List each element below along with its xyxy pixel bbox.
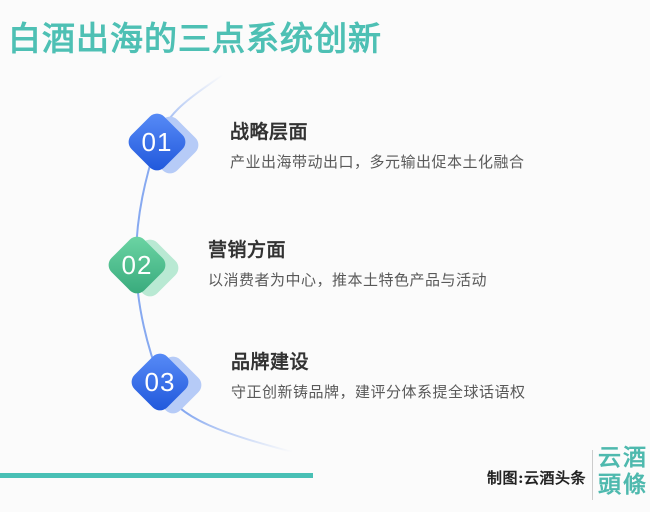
step1-text: 战略层面 产业出海带动出口，多元输出促本土化融合 [230, 120, 525, 174]
step2-heading: 营销方面 [208, 240, 287, 261]
bottom-accent-bar [0, 473, 313, 478]
logo-char: 頭 [598, 471, 621, 498]
step3-heading: 品牌建设 [231, 352, 310, 373]
step1-heading: 战略层面 [230, 122, 309, 143]
yunjiu-toutiao-logo: 云 酒 頭 條 [597, 444, 647, 498]
page-title: 白酒出海的三点系统创新 [8, 19, 382, 58]
step2-number: 02 [121, 249, 153, 280]
step1-diamond: 01 [124, 109, 203, 178]
step3-text: 品牌建设 守正创新铸品牌，建评分体系提全球话语权 [231, 350, 526, 404]
credit-text: 制图:云酒头条 [487, 469, 587, 487]
logo-divider [592, 450, 593, 500]
step2-diamond: 02 [104, 232, 183, 301]
logo-char: 條 [623, 471, 646, 498]
step1-description: 产业出海带动出口，多元输出促本土化融合 [230, 154, 525, 171]
step3-diamond: 03 [127, 349, 206, 418]
step3-description: 守正创新铸品牌，建评分体系提全球话语权 [231, 384, 526, 401]
step1-number: 01 [141, 126, 173, 157]
logo-char: 酒 [623, 444, 646, 471]
step3-number: 03 [144, 366, 176, 397]
step2-description: 以消费者为中心，推本土特色产品与活动 [208, 272, 488, 289]
logo-char: 云 [598, 444, 621, 471]
step2-text: 营销方面 以消费者为中心，推本土特色产品与活动 [208, 238, 487, 292]
